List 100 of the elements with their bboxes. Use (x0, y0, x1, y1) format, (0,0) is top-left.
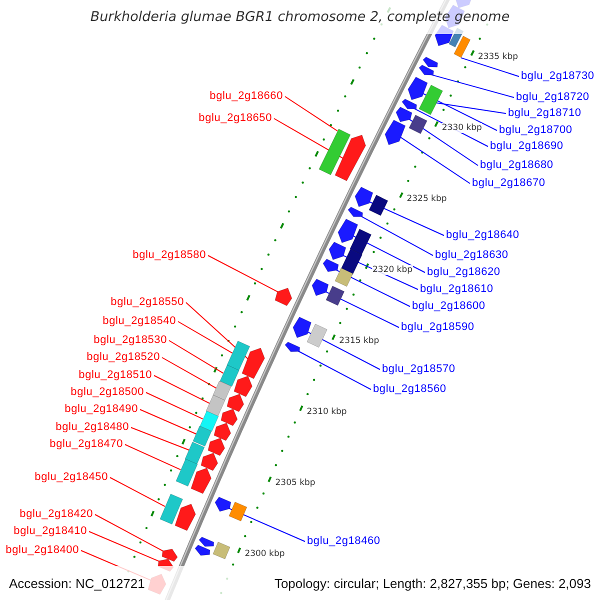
leader-line (460, 57, 520, 77)
leader-line (178, 321, 233, 354)
gene-feature (312, 279, 329, 296)
gene-block (340, 248, 362, 274)
footer-text: Topology: circular; Length: 2,827,355 bp; Genes: 2,093 (274, 576, 591, 590)
leader-line (335, 269, 410, 307)
gene-feature (422, 57, 438, 68)
gene-label: bglu_2g18450 (34, 471, 108, 484)
gene-block (185, 442, 205, 464)
gene-block (220, 365, 239, 387)
gene-feature (242, 348, 265, 378)
leader-line (88, 531, 160, 562)
leader-line (154, 375, 210, 404)
gene-feature (338, 219, 358, 244)
gene-label: bglu_2g18690 (490, 140, 564, 153)
gene-label: bglu_2g18490 (64, 403, 138, 416)
gene-label: bglu_2g18510 (78, 369, 152, 382)
gene-label: bglu_2g18660 (210, 90, 283, 103)
gene-label: bglu_2g18600 (412, 300, 486, 313)
gene-label: bglu_2g18500 (70, 386, 144, 399)
leader-line (400, 136, 470, 184)
leader-line (208, 255, 280, 293)
gene-label: bglu_2g18670 (472, 177, 546, 190)
gene-feature (191, 468, 212, 494)
gene-label: bglu_2g18570 (382, 363, 456, 376)
gene-feature (162, 549, 178, 562)
leader-line (110, 477, 166, 507)
gene-feature (418, 65, 434, 76)
gene-label: bglu_2g18640 (446, 229, 520, 242)
gene-block (213, 542, 230, 559)
gene-feature (227, 394, 244, 412)
gene-block (418, 85, 442, 115)
gene-label: bglu_2g18460 (307, 535, 380, 548)
leader-line (162, 357, 217, 389)
gene-label: bglu_2g18720 (516, 91, 590, 104)
gene-label: bglu_2g18420 (20, 508, 93, 521)
gene-feature (396, 107, 412, 122)
gene-block (213, 381, 232, 401)
gene-block (176, 458, 198, 486)
leader-line (124, 444, 182, 470)
tick-label: 2315 kbp (339, 336, 380, 346)
leader-line (306, 331, 380, 370)
gene-block (306, 324, 327, 348)
gene-block (200, 411, 218, 432)
gene-feature (354, 187, 373, 208)
gene-feature (201, 452, 218, 471)
gene-feature (402, 99, 416, 110)
gene-label: bglu_2g18580 (132, 249, 206, 262)
gene-label: bglu_2g18610 (420, 283, 494, 296)
gene-block (226, 341, 250, 370)
gene-label: bglu_2g18590 (401, 321, 474, 334)
footer-text: Accession: NC_012721 (9, 576, 145, 590)
gene-label: bglu_2g18550 (110, 296, 184, 309)
gene-label: bglu_2g18530 (94, 334, 167, 347)
leader-line (325, 291, 400, 328)
gene-block (350, 228, 372, 254)
gene-block (160, 494, 182, 524)
leader-line (298, 350, 372, 390)
tick-label: 2335 kbp (478, 52, 518, 62)
leader-line (436, 102, 506, 114)
leader-line (146, 392, 204, 420)
gene-block (192, 426, 212, 447)
gene-feature (199, 536, 214, 546)
leader-line (284, 96, 338, 132)
gene-block (334, 268, 353, 287)
gene-label: bglu_2g18710 (508, 107, 582, 120)
gene-feature (348, 207, 364, 218)
gene-feature (322, 259, 338, 272)
gene-label: bglu_2g18620 (427, 266, 500, 279)
gene-feature (275, 288, 292, 306)
gene-label: bglu_2g18630 (435, 249, 508, 262)
leader-line (168, 340, 224, 374)
gene-label: bglu_2g18730 (521, 70, 594, 83)
tick-label: 2330 kbp (442, 123, 482, 134)
gene-label: bglu_2g18700 (499, 124, 572, 137)
gene-block (409, 114, 428, 134)
gene-block (206, 395, 226, 417)
gene-label: bglu_2g18650 (198, 112, 272, 125)
leader-line (94, 514, 165, 552)
gene-label: bglu_2g18680 (480, 159, 554, 172)
gene-block (454, 36, 470, 58)
leader-line (130, 427, 190, 451)
gene-feature (284, 342, 300, 352)
gene-block (369, 194, 388, 216)
leader-line (431, 74, 514, 98)
gene-feature (208, 438, 224, 456)
gene-label: bglu_2g18470 (50, 438, 123, 451)
gene-feature (214, 422, 231, 441)
leader-line (228, 508, 306, 542)
leader-line (360, 216, 434, 256)
tick-label: 2325 kbp (406, 194, 447, 204)
gene-block (229, 502, 248, 521)
tick-label: 2320 kbp (372, 265, 413, 276)
leader-line (368, 201, 444, 236)
gene-block (318, 128, 350, 175)
leader-line (408, 118, 478, 166)
gene-feature (292, 317, 312, 338)
gene-feature (215, 496, 231, 512)
gene-label: bglu_2g18480 (56, 421, 129, 434)
gene-block (326, 286, 344, 306)
